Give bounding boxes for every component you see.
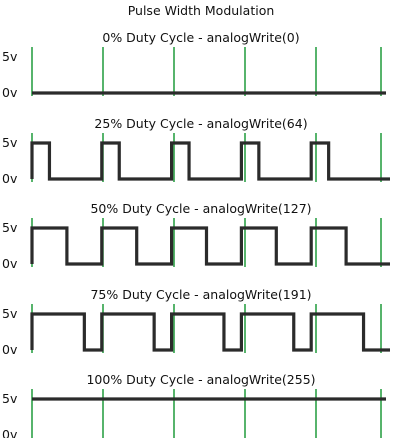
voltage-label-high: 5v [2, 306, 18, 321]
pwm-panel-4: 100% Duty Cycle - analogWrite(255) 5v 0v [2, 372, 386, 438]
pwm-panel-0: 0% Duty Cycle - analogWrite(0) 5v 0v [2, 30, 386, 100]
panel-label: 0% Duty Cycle - analogWrite(0) [102, 30, 299, 45]
pwm-signal [30, 312, 390, 352]
voltage-label-low: 0v [2, 342, 18, 357]
voltage-label-high: 5v [2, 135, 18, 150]
voltage-label-low: 0v [2, 85, 18, 100]
panel-label: 100% Duty Cycle - analogWrite(255) [86, 372, 315, 387]
pwm-signal [30, 141, 390, 181]
voltage-label-low: 0v [2, 427, 18, 438]
voltage-label-high: 5v [2, 49, 18, 64]
pwm-panel-1: 25% Duty Cycle - analogWrite(64) 5v 0v [2, 116, 390, 186]
pwm-panel-2: 50% Duty Cycle - analogWrite(127) 5v 0v [2, 201, 390, 271]
voltage-label-low: 0v [2, 256, 18, 271]
panel-label: 75% Duty Cycle - analogWrite(191) [90, 287, 311, 302]
voltage-label-high: 5v [2, 391, 18, 406]
pwm-signal [30, 226, 390, 266]
panel-label: 25% Duty Cycle - analogWrite(64) [94, 116, 307, 131]
diagram-title: Pulse Width Modulation [128, 3, 275, 18]
voltage-label-high: 5v [2, 220, 18, 235]
voltage-label-low: 0v [2, 171, 18, 186]
panel-label: 50% Duty Cycle - analogWrite(127) [90, 201, 311, 216]
pwm-panel-3: 75% Duty Cycle - analogWrite(191) 5v 0v [2, 287, 390, 357]
